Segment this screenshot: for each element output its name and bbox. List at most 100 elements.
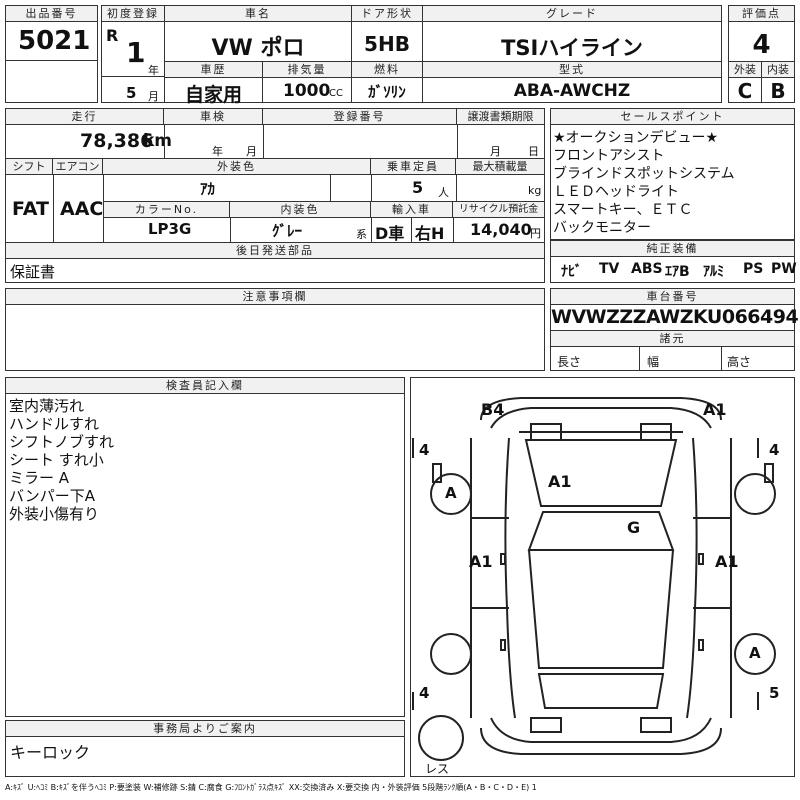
sales-point-item: ★オークションデビュー★ xyxy=(553,130,719,146)
inspector-line: 室内薄汚れ xyxy=(9,397,85,415)
seats-unit: 人 xyxy=(438,186,449,199)
color-no-label: カラーNo. xyxy=(104,202,230,218)
inspector-line: バンパー下A xyxy=(9,487,96,505)
interior-label: 内装 xyxy=(762,62,794,78)
equipment-item: PS xyxy=(743,261,764,277)
later-parts-label: 後日発送部品 xyxy=(6,243,544,259)
sales-point-item: スマートキー、ＥＴＣ xyxy=(553,202,693,218)
seats-label: 乗車定員 xyxy=(371,159,456,175)
recycle-unit: 円 xyxy=(530,227,541,240)
displacement-label: 排気量 xyxy=(263,62,351,78)
notes-label: 注意事項欄 xyxy=(6,289,544,305)
inspector-line: シフトノブすれ xyxy=(9,433,115,451)
lot-number: 5021 xyxy=(18,26,91,56)
sales-point-item: バックモニター xyxy=(553,220,651,236)
exterior-grade-cell: 外装 C xyxy=(728,61,762,103)
sales-points-panel: セールスポイント ★オークションデビュー★ フロントアシスト ブラインドスポット… xyxy=(550,108,795,240)
tread-rear-right: 5 xyxy=(769,684,780,702)
displacement-cell: 排気量 1000 CC xyxy=(262,61,352,103)
car-name: VW ポロ xyxy=(211,36,305,61)
first-registration-label: 初度登録 xyxy=(102,6,164,22)
registration-era: R xyxy=(106,26,119,45)
tire-mark-rear-right: A xyxy=(749,644,761,662)
tire-mark-front-left: A xyxy=(445,484,457,502)
recycle-label: リサイクル預託金 xyxy=(453,202,544,218)
inspection-month-unit: 月 xyxy=(246,145,257,158)
grade: TSIハイライン xyxy=(501,36,643,60)
interior-color: ｸﾞﾚｰ xyxy=(272,222,303,240)
first-registration-cell: 初度登録 R 1 年 5 月 xyxy=(101,5,165,103)
specs-label: 諸元 xyxy=(551,330,794,347)
year-unit: 年 xyxy=(148,64,159,77)
registration-month: 5 xyxy=(126,84,137,102)
max-load-unit: kg xyxy=(528,184,542,197)
exterior-color-label: 外装色 xyxy=(103,159,371,175)
damage-mark-front-right: A1 xyxy=(703,400,727,419)
interior-grade-cell: 内装 B xyxy=(761,61,795,103)
office-notice-panel: 事務局よりご案内 キーロック xyxy=(5,720,405,777)
exterior-color: ｱｶ xyxy=(200,180,216,198)
registration-year: 1 xyxy=(126,36,146,69)
mileage-label: 走行 xyxy=(6,109,164,125)
later-parts: 保証書 xyxy=(10,263,56,281)
length-label: 長さ xyxy=(557,355,582,369)
displacement: 1000 xyxy=(283,81,331,101)
score-cell: 評価点 4 xyxy=(728,5,795,62)
tread-front-right: 4 xyxy=(769,441,780,459)
width-label: 幅 xyxy=(647,355,660,369)
import-label: 輸入車 xyxy=(371,202,453,218)
history: 自家用 xyxy=(184,84,242,106)
month-unit: 月 xyxy=(148,90,159,103)
shift: FAT xyxy=(12,198,49,220)
detail-block xyxy=(5,108,545,283)
aircon-label: エアコン xyxy=(53,159,103,175)
door-label: ドア形状 xyxy=(352,6,422,22)
office-notice: キーロック xyxy=(10,743,91,762)
damage-mark-front-left: B4 xyxy=(481,400,505,419)
interior-color-label: 内装色 xyxy=(230,202,371,218)
notes-panel: 注意事項欄 xyxy=(5,288,545,371)
fuel-label: 燃料 xyxy=(352,62,422,78)
inspection-year-unit: 年 xyxy=(212,145,223,158)
shift-label: シフト xyxy=(6,159,53,175)
seats: 5 xyxy=(412,178,424,197)
fuel-cell: 燃料 ｶﾞｿﾘﾝ xyxy=(351,61,423,103)
transfer-label: 譲渡書類期限 xyxy=(457,109,544,125)
import-dealer: D車 xyxy=(375,224,405,243)
lot-number-cell: 出品番号 5021 xyxy=(5,5,98,61)
sales-point-item: ＬＥＤヘッドライト xyxy=(553,184,679,200)
car-outline-drawing xyxy=(412,397,776,761)
car-name-label: 車名 xyxy=(165,6,351,22)
score: 4 xyxy=(752,30,771,60)
inspector-line: 外装小傷有り xyxy=(9,505,100,523)
transfer-month-unit: 月 xyxy=(490,145,501,158)
damage-legend: A:ｷｽﾞ U:ﾍｺﾐ B:ｷｽﾞを伴うﾍｺﾐ P:要塗装 W:補修跡 S:錆 … xyxy=(5,783,537,792)
grade-label: グレード xyxy=(423,6,721,22)
spare-tire-note: レス xyxy=(425,762,450,776)
interior-color-unit: 系 xyxy=(356,228,367,241)
equipment-item: PW xyxy=(771,261,797,277)
tread-front-left: 4 xyxy=(419,441,430,459)
inspection-label: 車検 xyxy=(164,109,263,125)
equipment-item: ABS xyxy=(631,261,663,277)
equipment-item: ｱﾙﾐ xyxy=(703,264,724,280)
chassis-number-label: 車台番号 xyxy=(551,289,794,305)
import-handle: 右H xyxy=(415,224,445,243)
max-load-label: 最大積載量 xyxy=(456,159,544,175)
lot-number-label: 出品番号 xyxy=(6,6,97,22)
door-type: 5HB xyxy=(364,32,410,56)
equipment-item: ﾅﾋﾞ xyxy=(561,264,582,280)
sales-points-label: セールスポイント xyxy=(551,109,794,125)
exterior-label: 外装 xyxy=(729,62,761,78)
lot-blank-cell xyxy=(5,60,98,103)
history-label: 車歴 xyxy=(165,62,262,78)
office-notice-label: 事務局よりご案内 xyxy=(6,721,404,737)
transfer-day-unit: 日 xyxy=(528,145,539,158)
mileage-unit: km xyxy=(143,131,173,151)
genuine-equipment-label: 純正装備 xyxy=(551,241,794,257)
model-code: ABA-AWCHZ xyxy=(513,81,631,101)
equipment-item: TV xyxy=(599,261,620,277)
inspector-panel: 検査員記入欄 室内薄汚れ ハンドルすれ シフトノブすれ シート すれ小 ミラー … xyxy=(5,377,405,717)
chassis-number: WVWZZZAWZKU066494 xyxy=(551,306,799,328)
inspector-line: ハンドルすれ xyxy=(9,415,100,433)
